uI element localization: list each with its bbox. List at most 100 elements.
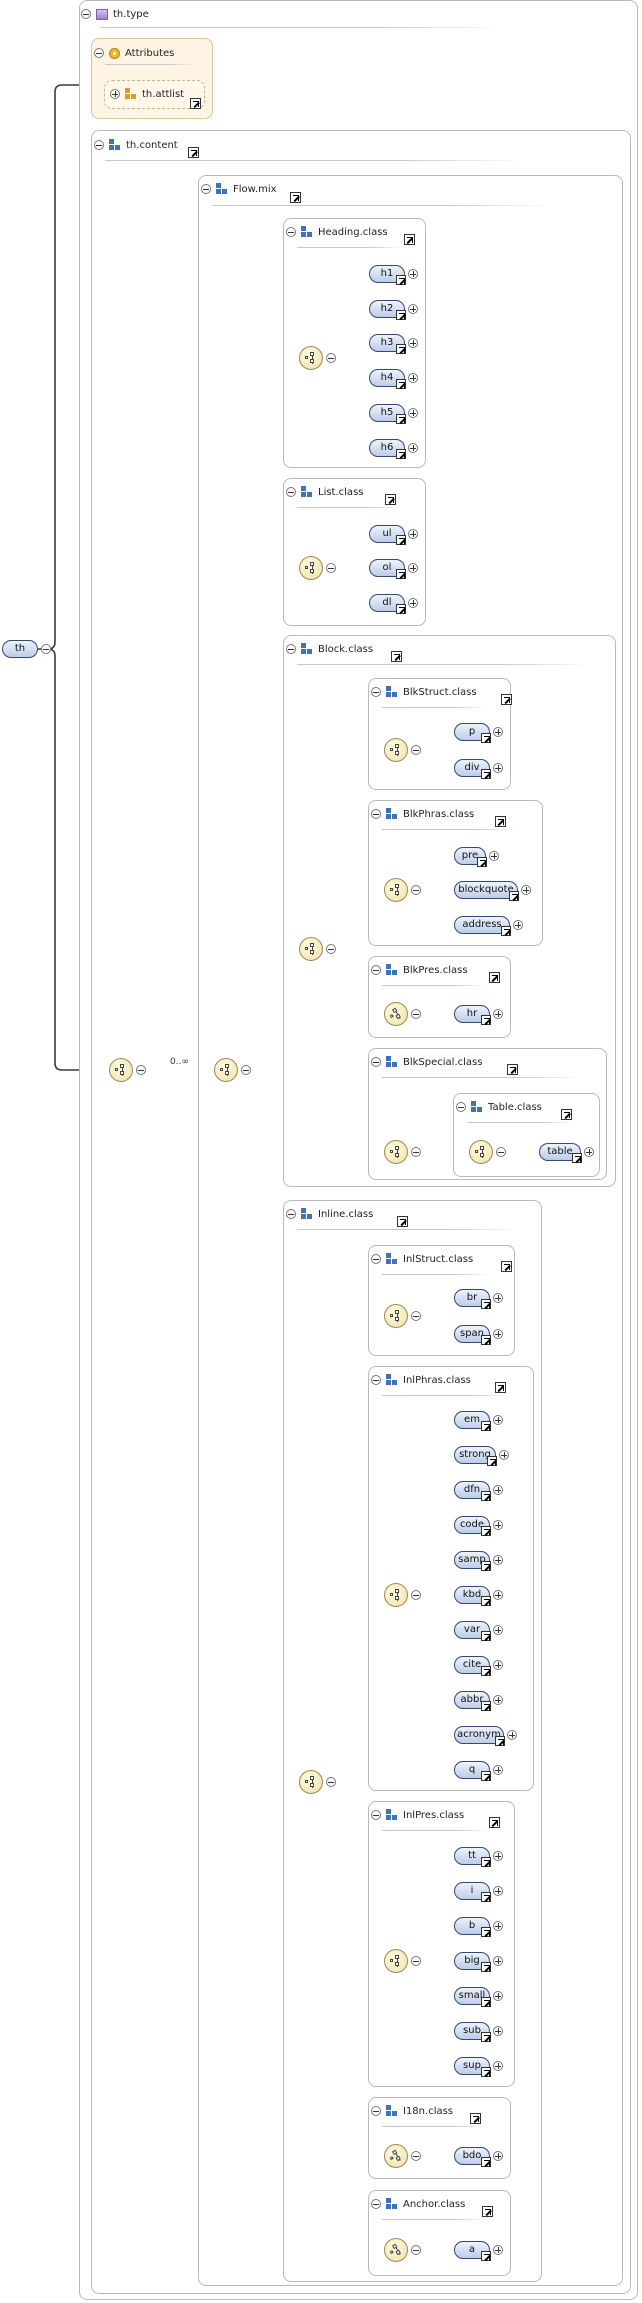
element-h1[interactable]: h1: [369, 265, 406, 285]
goto-definition-icon[interactable]: [481, 1997, 491, 2007]
element-pre[interactable]: pre: [454, 847, 487, 867]
goto-definition-icon[interactable]: [396, 379, 406, 389]
element-big[interactable]: big: [454, 1952, 491, 1972]
goto-definition-icon[interactable]: [488, 972, 500, 983]
expand-toggle[interactable]: [493, 1329, 503, 1339]
expand-toggle[interactable]: [408, 373, 418, 383]
goto-definition-icon[interactable]: [481, 1491, 491, 1501]
sequence-compositor[interactable]: [299, 937, 323, 961]
goto-definition-icon[interactable]: [501, 694, 512, 705]
collapse-toggle[interactable]: [456, 1102, 466, 1112]
expand-toggle[interactable]: [584, 1147, 594, 1157]
element-ol[interactable]: ol: [369, 559, 406, 579]
goto-definition-icon[interactable]: [477, 857, 487, 867]
collapse-toggle[interactable]: [94, 48, 104, 58]
sequence-compositor[interactable]: [384, 2238, 408, 2262]
collapse-toggle[interactable]: [41, 644, 51, 654]
sequence-compositor[interactable]: [384, 1140, 408, 1164]
collapse-toggle[interactable]: [201, 184, 211, 194]
element-small[interactable]: small: [454, 1987, 491, 2007]
th-element[interactable]: th: [2, 640, 38, 658]
goto-definition-icon[interactable]: [290, 192, 301, 203]
expand-toggle[interactable]: [493, 2061, 503, 2071]
collapse-toggle[interactable]: [286, 487, 296, 497]
expand-toggle[interactable]: [493, 1485, 503, 1495]
goto-definition-icon[interactable]: [385, 494, 396, 505]
goto-definition-icon[interactable]: [501, 1261, 512, 1272]
collapse-toggle[interactable]: [371, 1375, 381, 1385]
sequence-compositor[interactable]: [384, 1583, 408, 1607]
collapse-toggle[interactable]: [286, 1209, 296, 1219]
collapse-toggle[interactable]: [411, 2151, 421, 2161]
element-abbr[interactable]: abbr: [454, 1691, 491, 1711]
collapse-toggle[interactable]: [326, 563, 336, 573]
expand-toggle[interactable]: [493, 1415, 503, 1425]
goto-definition-icon[interactable]: [396, 275, 406, 285]
collapse-toggle[interactable]: [136, 1065, 146, 1075]
goto-definition-icon[interactable]: [481, 2032, 491, 2042]
goto-definition-icon[interactable]: [561, 1109, 573, 1120]
th-attlist-box[interactable]: [104, 80, 205, 109]
expand-toggle[interactable]: [408, 338, 418, 348]
expand-toggle[interactable]: [489, 851, 499, 861]
element-b[interactable]: b: [454, 1917, 491, 1937]
expand-toggle[interactable]: [493, 1520, 503, 1530]
expand-toggle[interactable]: [493, 2245, 503, 2255]
expand-toggle[interactable]: [408, 563, 418, 573]
collapse-toggle[interactable]: [94, 140, 104, 150]
goto-definition-icon[interactable]: [481, 1962, 491, 1972]
goto-definition-icon[interactable]: [396, 310, 406, 320]
goto-definition-icon[interactable]: [396, 344, 406, 354]
goto-definition-icon[interactable]: [391, 651, 403, 662]
collapse-toggle[interactable]: [411, 2245, 421, 2255]
element-address[interactable]: address: [454, 916, 511, 936]
sequence-compositor[interactable]: [299, 346, 323, 370]
expand-toggle[interactable]: [493, 1956, 503, 1966]
element-a[interactable]: a: [454, 2241, 491, 2261]
goto-definition-icon[interactable]: [481, 1299, 491, 1309]
collapse-toggle[interactable]: [371, 1254, 381, 1264]
sequence-compositor[interactable]: [384, 1949, 408, 1973]
element-kbd[interactable]: kbd: [454, 1586, 491, 1606]
collapse-toggle[interactable]: [371, 2199, 381, 2209]
goto-definition-icon[interactable]: [487, 1456, 497, 1466]
collapse-toggle[interactable]: [326, 944, 336, 954]
collapse-toggle[interactable]: [411, 1009, 421, 1019]
goto-definition-icon[interactable]: [396, 604, 406, 614]
collapse-toggle[interactable]: [286, 227, 296, 237]
goto-definition-icon[interactable]: [481, 1857, 491, 1867]
sequence-compositor[interactable]: [109, 1058, 133, 1082]
goto-definition-icon[interactable]: [481, 2067, 491, 2077]
expand-toggle[interactable]: [493, 1886, 503, 1896]
element-table[interactable]: table: [539, 1143, 582, 1163]
goto-definition-icon[interactable]: [507, 1064, 519, 1075]
element-q[interactable]: q: [454, 1761, 491, 1781]
goto-definition-icon[interactable]: [481, 769, 491, 779]
element-h5[interactable]: h5: [369, 404, 406, 424]
element-ul[interactable]: ul: [369, 525, 406, 545]
element-div[interactable]: div: [454, 759, 491, 779]
goto-definition-icon[interactable]: [396, 569, 406, 579]
goto-definition-icon[interactable]: [396, 414, 406, 424]
sequence-compositor[interactable]: [299, 1770, 323, 1794]
element-dfn[interactable]: dfn: [454, 1481, 491, 1501]
element-i[interactable]: i: [454, 1882, 491, 1902]
expand-toggle[interactable]: [493, 763, 503, 773]
goto-definition-icon[interactable]: [509, 891, 519, 901]
goto-definition-icon[interactable]: [501, 926, 511, 936]
collapse-toggle[interactable]: [81, 9, 91, 19]
sequence-compositor[interactable]: [469, 1140, 493, 1164]
collapse-toggle[interactable]: [411, 1147, 421, 1157]
sequence-compositor[interactable]: [384, 738, 408, 762]
expand-toggle[interactable]: [408, 443, 418, 453]
collapse-toggle[interactable]: [241, 1065, 251, 1075]
expand-toggle[interactable]: [493, 1625, 503, 1635]
element-span[interactable]: span: [454, 1325, 491, 1345]
goto-definition-icon[interactable]: [481, 2157, 491, 2167]
expand-toggle[interactable]: [493, 1851, 503, 1861]
expand-toggle[interactable]: [493, 727, 503, 737]
collapse-toggle[interactable]: [371, 965, 381, 975]
element-h6[interactable]: h6: [369, 439, 406, 459]
element-code[interactable]: code: [454, 1516, 491, 1536]
goto-definition-icon[interactable]: [494, 816, 506, 827]
